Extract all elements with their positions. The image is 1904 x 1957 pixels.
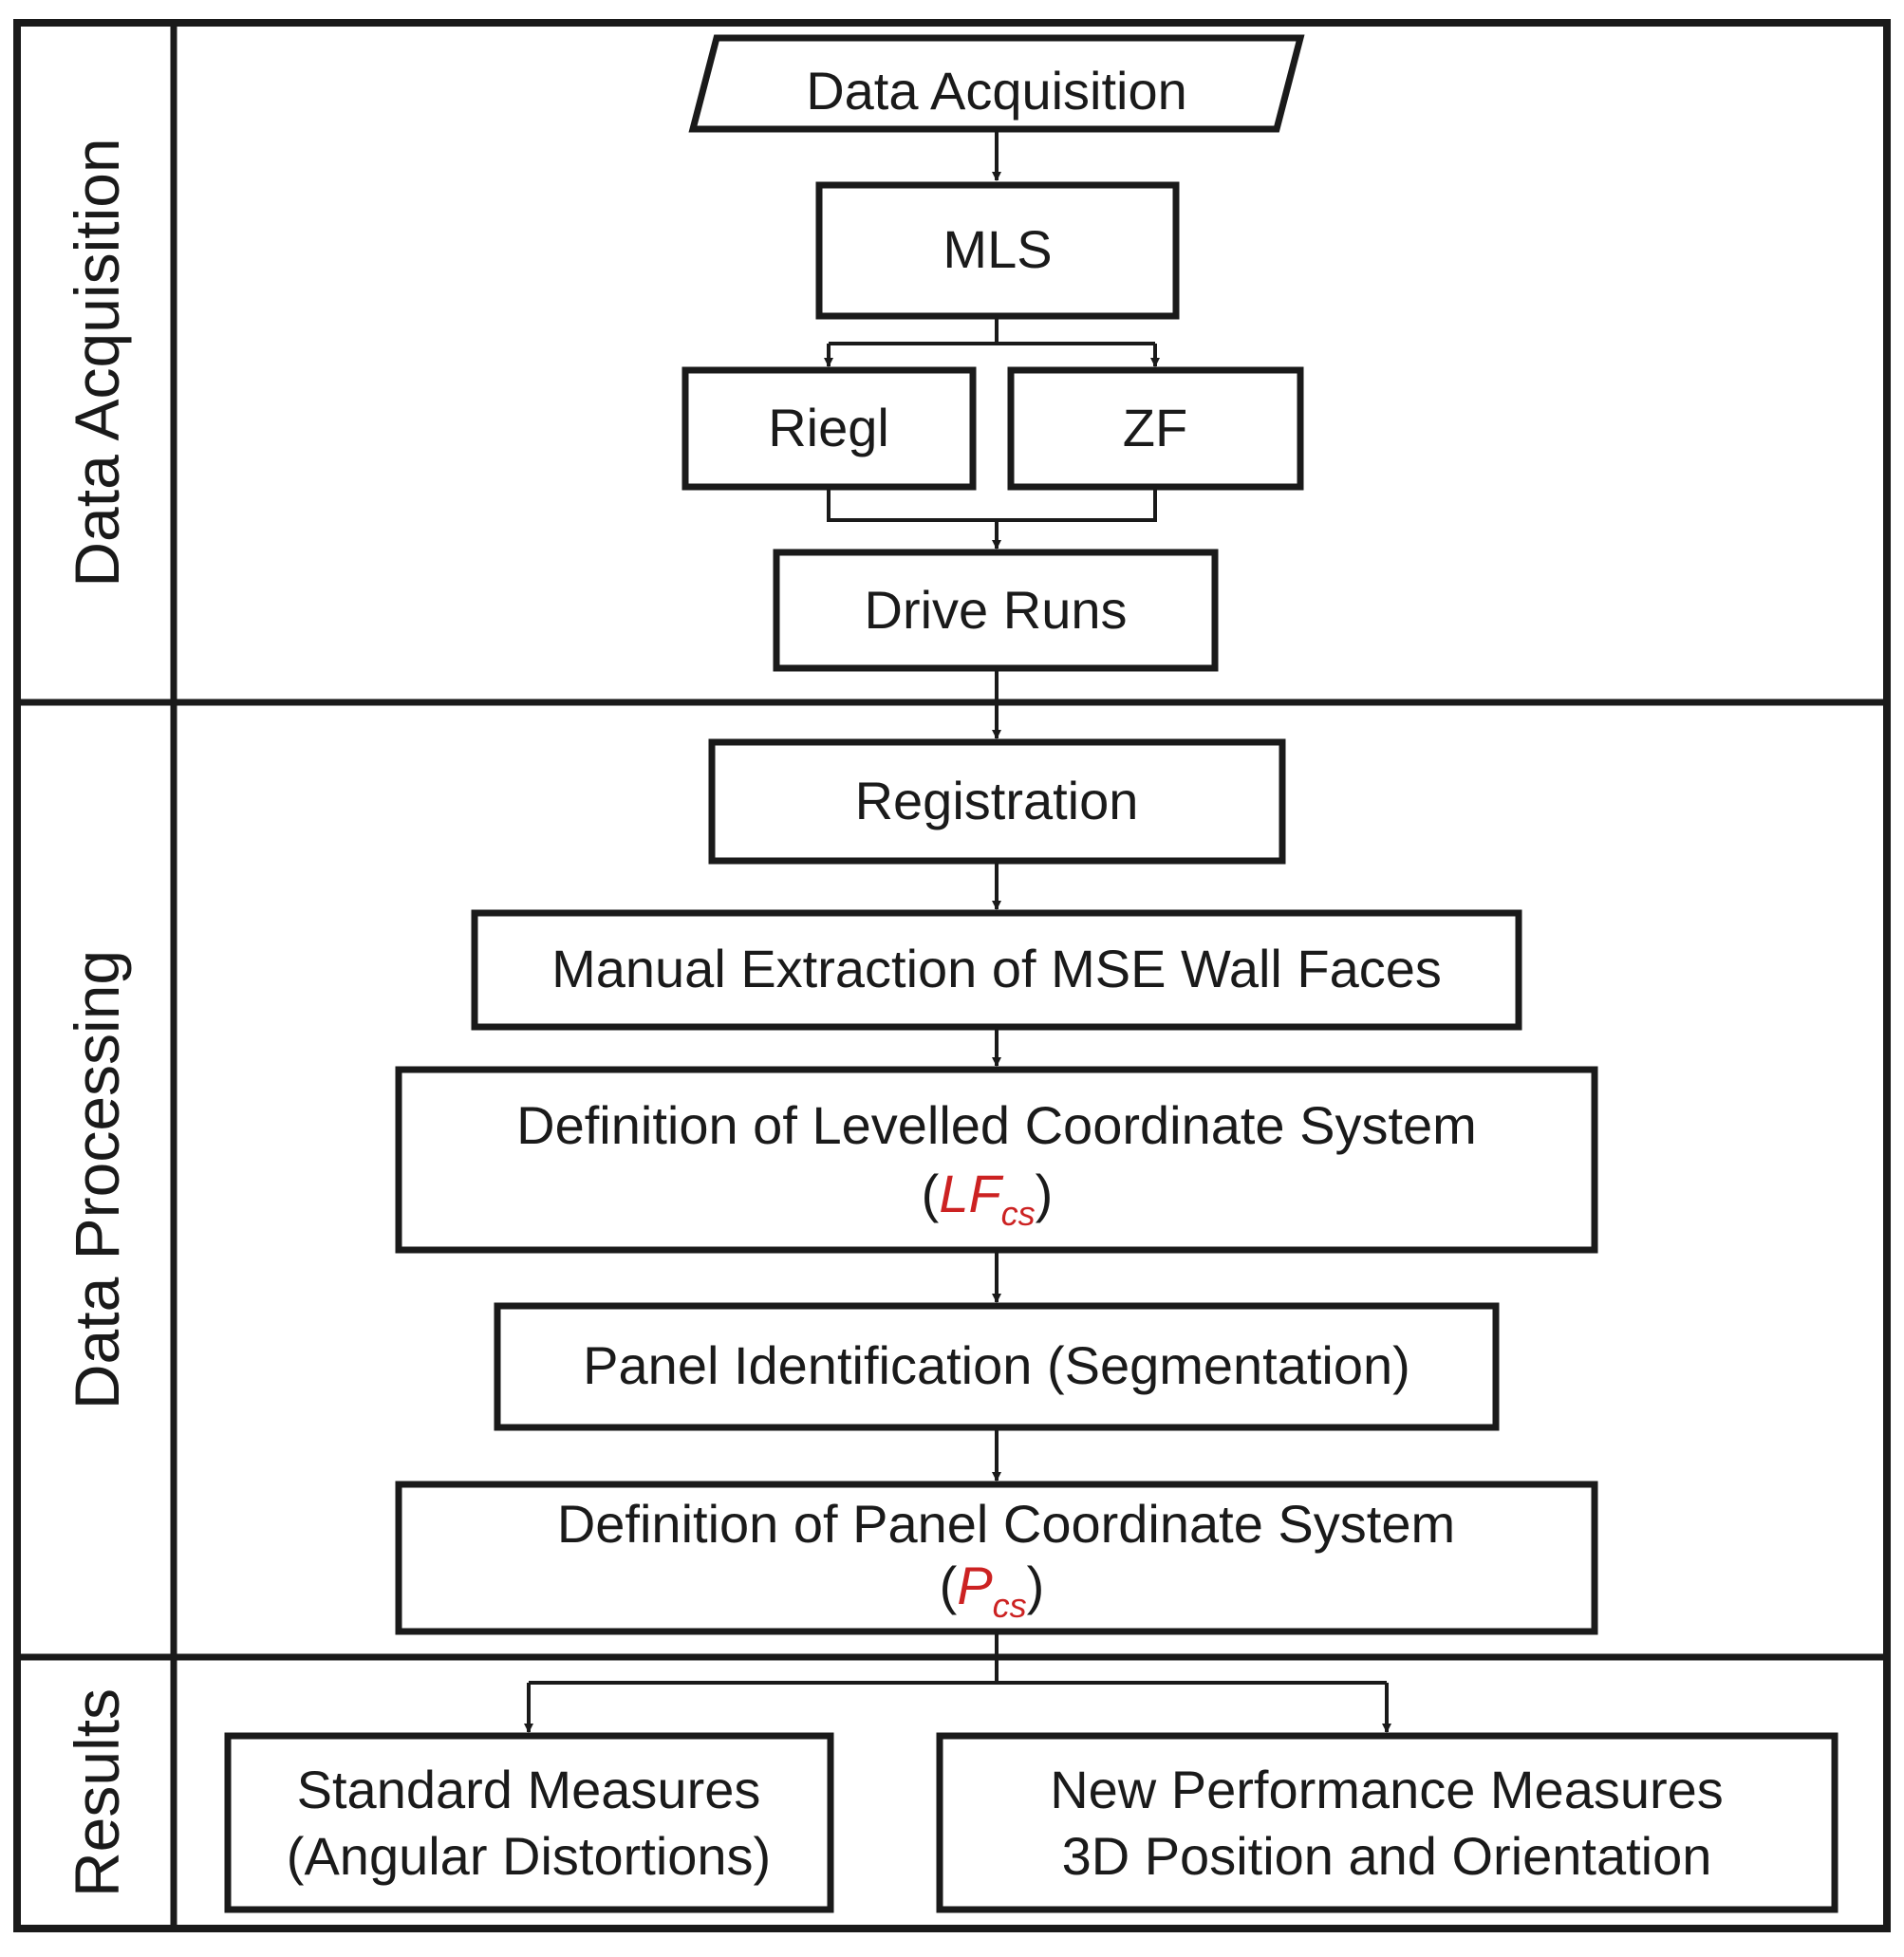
manual-extraction-box	[471, 909, 1522, 1031]
lane-label-results: Results	[62, 1688, 132, 1897]
levelled-cs-close-paren: )	[1036, 1164, 1054, 1223]
registration-box	[708, 738, 1286, 865]
zf-label: ZF	[1123, 398, 1187, 457]
panel-cs-symbol-main: P	[957, 1556, 992, 1615]
new-measures-box	[936, 1732, 1839, 1913]
outer-frame	[13, 19, 1891, 1932]
panel-cs-label: Definition of Panel Coordinate System	[557, 1494, 1455, 1554]
panel-cs-open-paren: (	[940, 1556, 958, 1615]
panel-cs-symbol: (Pcs)	[940, 1556, 1045, 1625]
data-acquisition-input	[688, 34, 1305, 133]
drive-runs-label: Drive Runs	[865, 580, 1128, 640]
panel-cs-close-paren: )	[1027, 1556, 1045, 1615]
levelled-cs-box	[395, 1066, 1598, 1254]
panel-cs-subscript: cs	[993, 1586, 1027, 1625]
manual-extraction-label: Manual Extraction of MSE Wall Faces	[551, 939, 1442, 998]
standard-measures-box	[224, 1732, 834, 1913]
levelled-cs-open-paren: (	[922, 1164, 940, 1223]
mls-label: MLS	[943, 219, 1052, 279]
lane-label-acquisition: Data Acquisition	[62, 138, 132, 587]
new-measures-line1: New Performance Measures	[1050, 1760, 1724, 1819]
riegl-label: Riegl	[768, 398, 889, 457]
levelled-cs-symbol: (LFcs)	[922, 1164, 1054, 1233]
new-measures-line2: 3D Position and Orientation	[1062, 1826, 1712, 1886]
panel-identification-box	[494, 1302, 1500, 1431]
levelled-cs-symbol-main: LF	[939, 1164, 1003, 1223]
registration-label: Registration	[855, 771, 1139, 830]
connectors	[524, 129, 1391, 1733]
standard-measures-line1: Standard Measures	[297, 1760, 761, 1819]
riegl-box	[681, 366, 977, 491]
connector-scanners-merge	[827, 487, 1157, 522]
data-acquisition-input-label: Data Acquisition	[806, 61, 1187, 121]
panel-identification-label: Panel Identification (Segmentation)	[583, 1335, 1410, 1395]
levelled-cs-subscript: cs	[1001, 1194, 1036, 1233]
levelled-cs-label: Definition of Levelled Coordinate System	[516, 1095, 1477, 1155]
panel-cs-box	[395, 1481, 1598, 1635]
standard-measures-line2: (Angular Distortions)	[287, 1826, 771, 1886]
zf-box	[1007, 366, 1304, 491]
lane-label-processing: Data Processing	[62, 950, 132, 1409]
